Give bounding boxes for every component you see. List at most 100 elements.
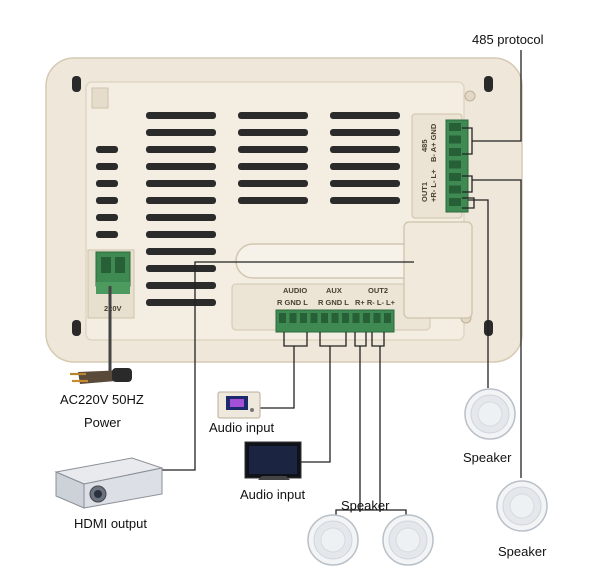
label-speaker-right-1: Speaker [463,450,512,465]
vent-slot [330,197,400,204]
terminal-screw [363,313,370,323]
wire-hdmi [150,261,414,471]
wire-out2-bracket-b [371,332,385,347]
right-terminal-strip [445,119,469,213]
vent-slot [238,180,308,187]
bottom-terminal-labels: AUDIO R GND L AUX R GND L OUT2 R+ R- L- … [277,286,396,307]
speaker-icon [307,514,359,566]
vent-slot [330,180,400,187]
vent-slot [238,197,308,204]
projector-icon [54,457,164,509]
terminal-screw [321,313,328,323]
aux-pins: R GND L [318,298,349,307]
vent-slot [238,146,308,153]
vent-slot [146,265,216,272]
terminal-screw [449,185,461,194]
label-speaker-bottom: Speaker [341,498,390,513]
vent-slot [146,180,216,187]
vent-slot [238,163,308,170]
wire-out1-bracket-b [462,197,475,209]
wire-out1-bracket-a [462,175,473,193]
terminal-screw [289,313,297,323]
label-power: Power [84,415,122,430]
terminal-screw [449,123,461,131]
wire-audio-bracket [283,332,308,347]
terminal-screw [449,135,461,144]
vent-slot [96,163,118,170]
monitor-icon [244,441,302,480]
terminal-screw [342,313,349,323]
mount-hole [72,76,81,92]
label-audio-input-1: Audio input [209,420,274,435]
right-terminal-labels: +R- L- L+ OUT1 B- A+ GND 485 [420,123,438,202]
vent-slot [330,112,400,119]
speaker-icon [464,388,516,440]
vent-slot [146,146,216,153]
terminal-screw [384,313,391,323]
vent-slot [146,112,216,119]
vent-slot [96,197,118,204]
wire-out1-speaker-far [472,179,522,478]
side-485-header: 485 [420,139,429,152]
terminal-screw [449,173,461,181]
label-speaker-right-2: Speaker [498,544,547,559]
wire-audio-input-2 [300,346,331,463]
power-cable-end [70,368,132,384]
speaker-icon [382,514,434,566]
label-power-spec: AC220V 50HZ [60,392,144,407]
label-hdmi-output: HDMI output [74,516,147,531]
power-terminal [95,251,131,294]
terminal-screw [331,313,339,323]
mount-hole [72,320,81,336]
vent-slot [96,146,118,153]
wires [108,50,522,518]
audio-pins: R GND L [277,298,308,307]
vent-slot [146,129,216,136]
speakers [307,388,548,566]
terminal-screw [279,313,286,323]
vent-slot [238,112,308,119]
out1-header: OUT1 [420,182,429,202]
terminal-screw [300,313,307,323]
wire-aux-bracket [319,332,347,347]
vent-slot [238,129,308,136]
out1-pins: +R- L- L+ [429,169,438,202]
vent-slot [330,129,400,136]
aux-header: AUX [326,286,342,295]
vent-slot [146,248,216,255]
voltage-mark: 220V [104,304,122,313]
label-485-protocol: 485 protocol [472,32,544,47]
audio-source-device-icon [217,391,261,419]
vent-slot [146,282,216,289]
vent-slot [146,163,216,170]
terminal-screw [352,313,360,323]
speaker-icon [496,480,548,532]
wire-485 [472,50,522,142]
control-panel [45,57,523,363]
wire-out1-speaker-near [468,199,489,388]
speaker-bracket [335,509,407,518]
vent-slot [146,231,216,238]
label-audio-input-2: Audio input [240,487,305,502]
vent-slot [330,163,400,170]
vent-slot [146,197,216,204]
wire-audio-input-1 [260,346,295,409]
side-485-pins: B- A+ GND [429,123,438,162]
terminal-screw [449,160,461,169]
vent-slot [330,146,400,153]
vent-slot [96,214,118,221]
terminal-screw [310,313,318,323]
terminal-screw [449,148,461,156]
bottom-terminal-strip [275,309,395,333]
vent-slot [146,214,216,221]
vent-slot [96,231,118,238]
terminal-screw [373,313,381,323]
mount-hole [484,76,493,92]
vent-slots [96,112,400,306]
vent-slot [96,180,118,187]
vent-slot [146,299,216,306]
terminal-screw [449,198,461,206]
audio-header: AUDIO [283,286,307,295]
out2-header: OUT2 [368,286,388,295]
